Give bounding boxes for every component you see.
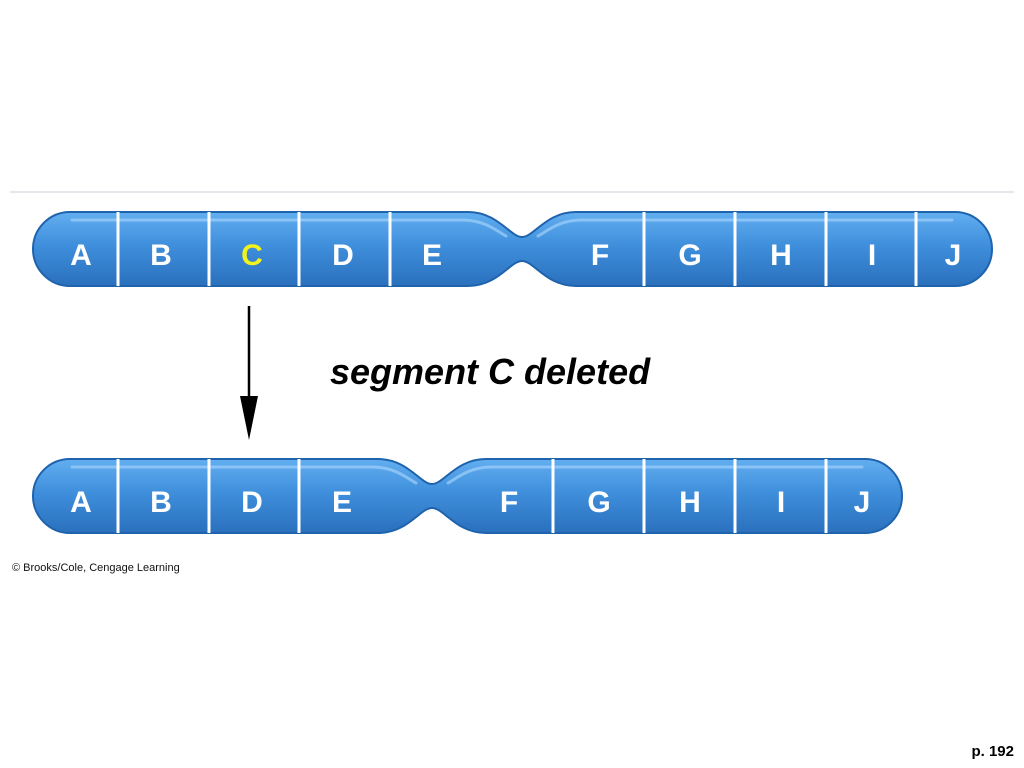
mutated-segment-label: F <box>500 486 518 519</box>
mutated-segment-label: J <box>854 486 871 519</box>
original-segment-label: A <box>70 239 92 272</box>
original-segment-label: B <box>150 239 172 272</box>
deletion-arrow <box>240 306 258 440</box>
mutated-chromosome-highlight-right <box>446 465 864 485</box>
deletion-caption: segment C deleted <box>330 351 651 392</box>
mutated-segment-label: H <box>679 486 701 519</box>
original-segment-label: J <box>945 239 962 272</box>
original-chromosome-highlight-right <box>536 218 954 238</box>
mutated-segment-label: E <box>332 486 352 519</box>
page-number: p. 192 <box>971 743 1014 760</box>
mutated-segment-label: A <box>70 486 92 519</box>
top-divider <box>10 191 1014 193</box>
copyright-credit: © Brooks/Cole, Cengage Learning <box>12 562 180 574</box>
original-segment-label-highlighted: C <box>241 239 263 272</box>
original-segment-label: D <box>332 239 354 272</box>
original-segment-label: H <box>770 239 792 272</box>
mutated-segment-label: G <box>587 486 610 519</box>
mutated-chromosome-highlight <box>70 465 418 485</box>
original-segment-label: F <box>591 239 609 272</box>
arrow-head <box>240 396 258 440</box>
original-segment-label: I <box>868 239 876 272</box>
original-chromosome: A B C D E F G H I J <box>32 211 993 287</box>
mutated-segment-label: I <box>777 486 785 519</box>
original-segment-label: E <box>422 239 442 272</box>
mutated-chromosome: A B D E F G H I J <box>32 458 903 534</box>
original-chromosome-body <box>32 211 993 287</box>
mutated-segment-label: D <box>241 486 263 519</box>
mutated-chromosome-body <box>32 458 903 534</box>
mutated-segment-label: B <box>150 486 172 519</box>
original-segment-label: G <box>678 239 701 272</box>
original-chromosome-highlight <box>70 218 508 238</box>
